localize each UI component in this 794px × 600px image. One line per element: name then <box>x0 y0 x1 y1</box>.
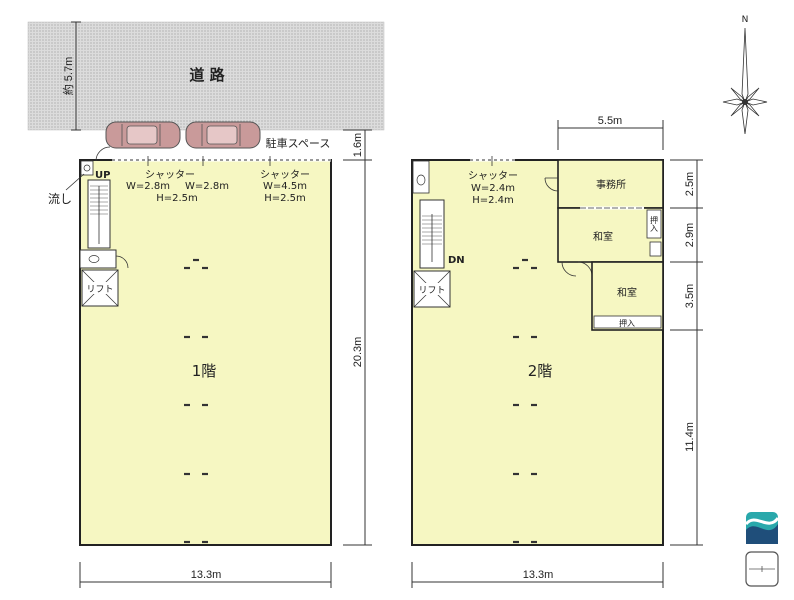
floor1-width-dimension <box>79 562 332 588</box>
floor2-shutter-width: W=2.4m <box>471 183 515 194</box>
floor2-dim-office: 2.5m <box>684 172 696 196</box>
floor1-outline <box>79 159 332 546</box>
road <box>27 21 385 131</box>
car-2 <box>185 121 261 149</box>
office-room <box>557 159 664 209</box>
road-width-label: 約 5.7m <box>61 57 75 96</box>
sink-label: 流し <box>48 192 72 206</box>
shutter-height-2: H=2.5m <box>264 193 306 204</box>
closet-2-label: 押入 <box>619 318 635 328</box>
floor2-label: 2階 <box>528 362 553 380</box>
parking-space-label: 駐車スペース <box>266 136 331 150</box>
up-label: UP <box>95 170 110 181</box>
floor1-depth-dimension <box>343 129 372 546</box>
lift-floor1 <box>81 269 119 307</box>
toilet-floor1 <box>79 249 117 269</box>
compass-icon <box>722 27 768 135</box>
road-label: 道 路 <box>189 66 225 84</box>
floor2-top-width-dimension <box>557 120 664 150</box>
washitsu-1-label: 和室 <box>593 230 613 243</box>
stairs-floor2 <box>419 199 445 269</box>
washitsu-2-label: 和室 <box>617 286 637 299</box>
floor1-depth-label: 20.3m <box>352 337 364 368</box>
floor2-right-dimensions <box>670 159 703 546</box>
sink-leader <box>65 173 85 191</box>
shutter-arrows-floor1 <box>147 156 271 166</box>
compass-north-label: N <box>742 15 749 25</box>
shutter-1-label: シャッター <box>145 169 195 181</box>
columns-floor1 <box>184 258 208 544</box>
floor2-width-dimension <box>411 562 664 588</box>
company-logo-icon <box>744 512 780 544</box>
closet-1-label: 押入 <box>650 215 659 232</box>
lift-label-floor2: リフト <box>418 286 445 296</box>
floor2-width-label: 13.3m <box>523 569 554 581</box>
shutter-1-width: W=2.8m <box>126 181 170 192</box>
lift-label-floor1: リフト <box>86 285 113 295</box>
road-width-dimension <box>71 21 81 131</box>
floor1-label: 1階 <box>192 362 217 380</box>
lift-floor2 <box>413 270 451 308</box>
stairs-floor1 <box>87 179 111 249</box>
washitsu-room-2 <box>591 261 664 331</box>
floor2-top-width-label: 5.5m <box>598 115 622 127</box>
columns-floor2 <box>513 258 537 544</box>
floor1-width-label: 13.3m <box>191 569 222 581</box>
dn-label: DN <box>448 255 465 266</box>
shutter-2-width: W=2.8m <box>185 181 229 192</box>
office-label: 事務所 <box>596 178 626 191</box>
shutter-3-width: W=4.5m <box>263 181 307 192</box>
car-1 <box>105 121 181 149</box>
floor2-dim-washitsu2: 3.5m <box>684 284 696 308</box>
sink <box>80 160 94 176</box>
building-outline-icon <box>745 551 779 587</box>
floor2-shutter-label: シャッター <box>468 170 518 182</box>
floor2-dim-remaining: 11.4m <box>684 422 696 452</box>
shutter-height-1: H=2.5m <box>156 193 198 204</box>
washitsu-room-1 <box>557 206 664 263</box>
floor2-shutter-height: H=2.4m <box>472 195 514 206</box>
floor1-setback-label: 1.6m <box>352 133 364 157</box>
shutter-3-label: シャッター <box>260 169 310 181</box>
floor2-dim-washitsu1: 2.9m <box>684 223 696 247</box>
